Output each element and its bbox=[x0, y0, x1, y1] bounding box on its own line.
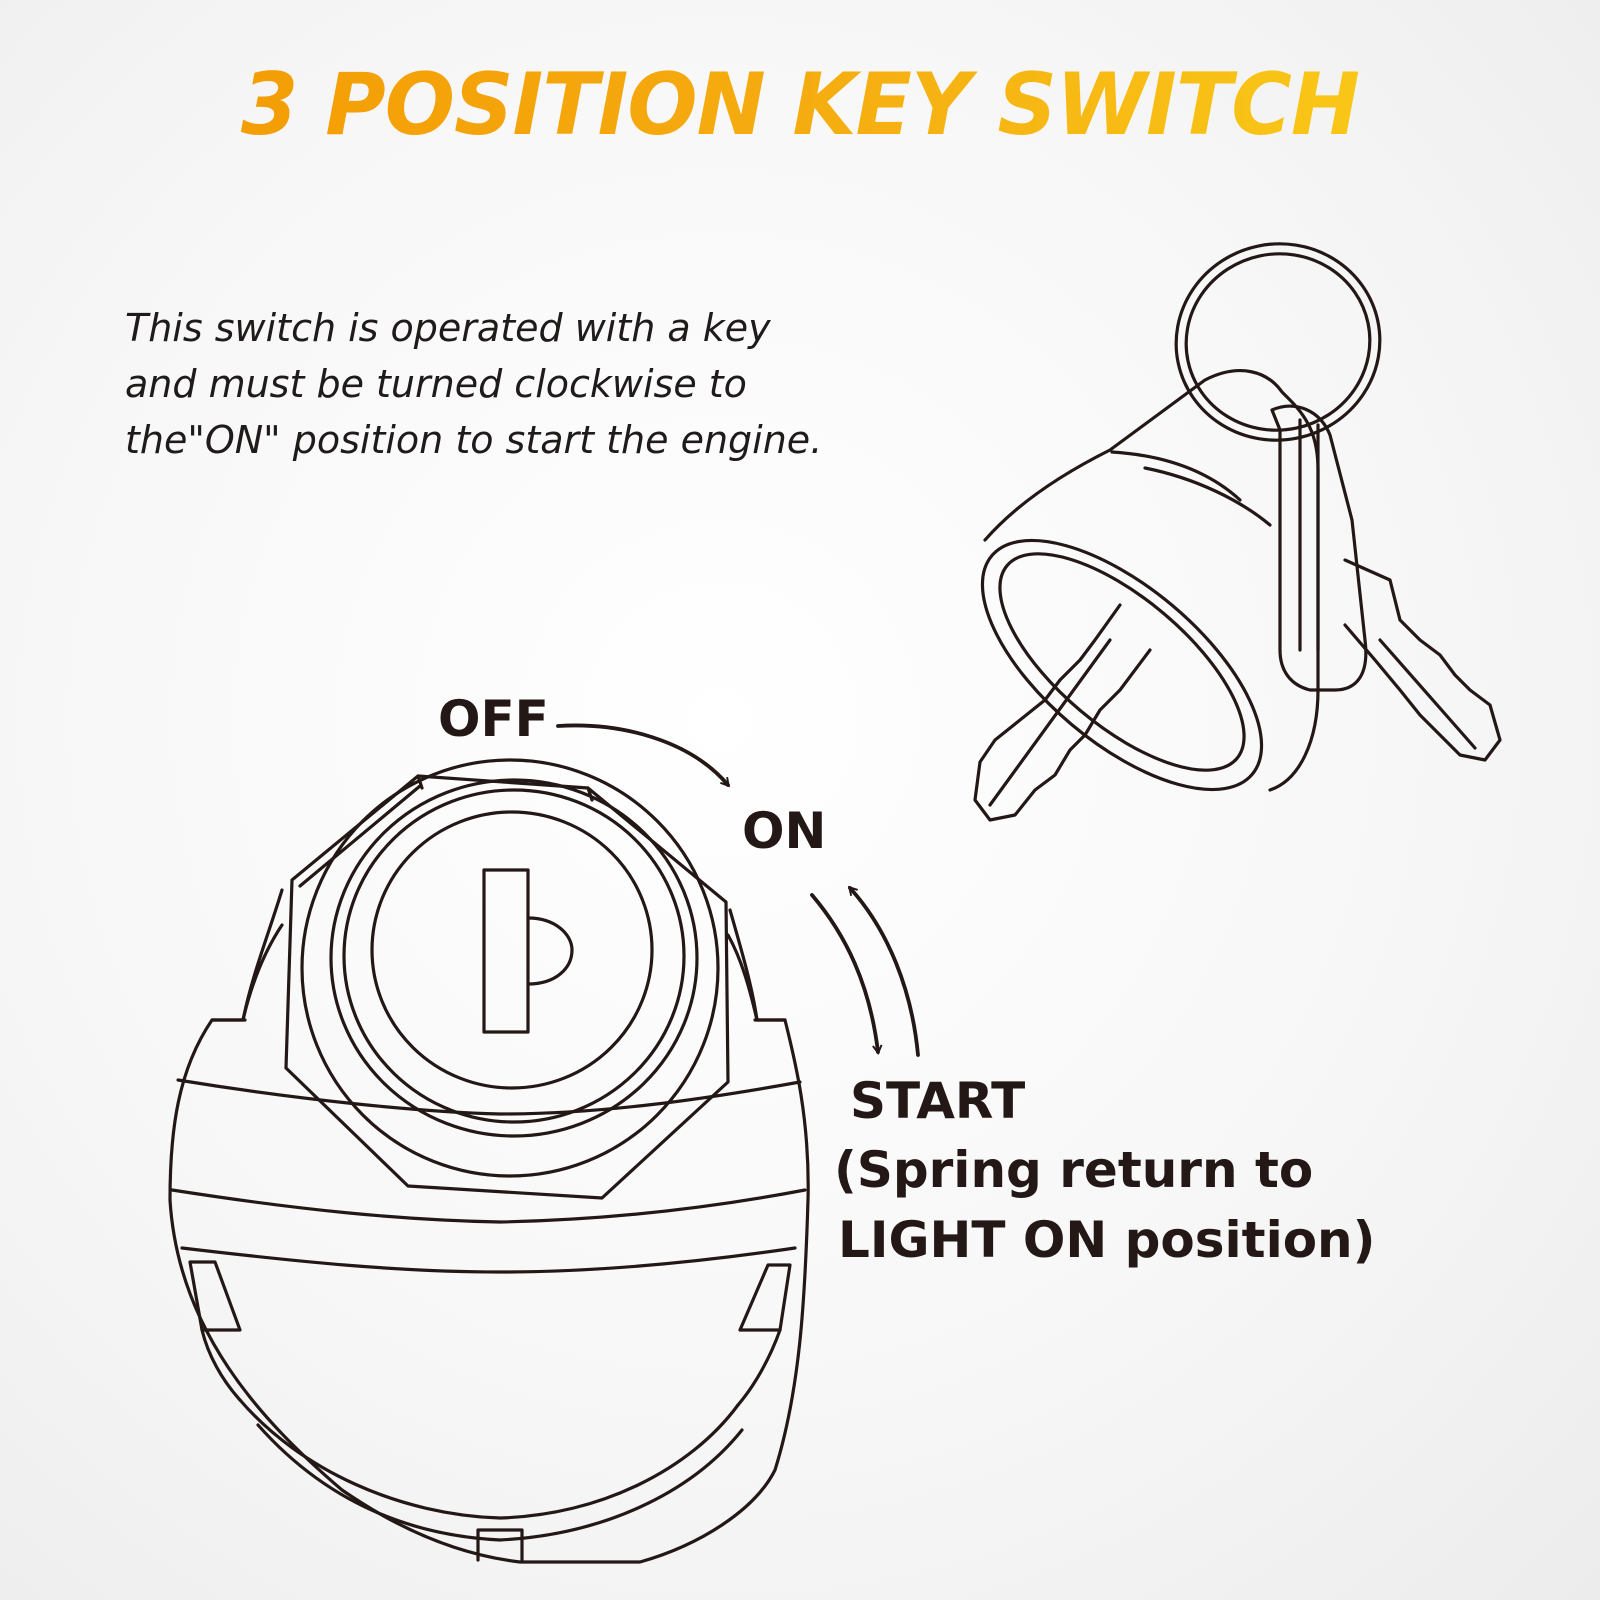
position-label-start: START bbox=[850, 1072, 1026, 1130]
page-title: 3 POSITION KEY SWITCH bbox=[32, 62, 1568, 148]
start-to-on-return-arrow bbox=[847, 885, 920, 1057]
key-boot-body bbox=[983, 369, 1320, 792]
keys-illustration bbox=[973, 242, 1502, 822]
position-label-off: OFF bbox=[438, 690, 549, 748]
key-ring-outer bbox=[1174, 242, 1382, 442]
spring-return-note-line-1: (Spring return to bbox=[834, 1141, 1314, 1199]
position-label-on: ON bbox=[742, 802, 827, 860]
switch-collar-band bbox=[176, 1078, 802, 1116]
key-ring-inner bbox=[1184, 252, 1372, 432]
off-to-on-arrow bbox=[556, 723, 730, 788]
spring-return-note-line-2: LIGHT ON position) bbox=[838, 1211, 1376, 1269]
switch-bottom-rim bbox=[238, 1398, 740, 1520]
switch-right-tab bbox=[738, 1263, 792, 1332]
key-boot-opening-outer bbox=[980, 538, 1264, 792]
hex-nut-outline bbox=[284, 774, 730, 1200]
keyhole-notch bbox=[526, 916, 574, 986]
barrel-inner-ring bbox=[342, 788, 686, 1124]
rotation-arrows bbox=[556, 723, 920, 1057]
barrel-ring bbox=[329, 778, 699, 1138]
keyhole-slot bbox=[482, 868, 530, 1034]
switch-housing-outline bbox=[168, 888, 810, 1564]
key-switch-illustration bbox=[168, 758, 810, 1564]
switch-left-tab bbox=[188, 1260, 242, 1332]
key-blade-right bbox=[1343, 558, 1502, 762]
description-text: This switch is operated with a key and m… bbox=[125, 300, 905, 468]
description-line-3: the"ON" position to start the engine. bbox=[125, 418, 823, 462]
key-blade-left bbox=[973, 603, 1152, 822]
barrel-outer-ring bbox=[300, 758, 720, 1178]
on-to-start-arrow bbox=[810, 893, 883, 1056]
key-head bbox=[1270, 404, 1368, 692]
description-line-2: and must be turned clockwise to bbox=[125, 362, 747, 406]
cylinder-face bbox=[370, 810, 654, 1090]
description-line-1: This switch is operated with a key bbox=[125, 306, 771, 350]
key-boot-opening-inner bbox=[998, 552, 1246, 772]
